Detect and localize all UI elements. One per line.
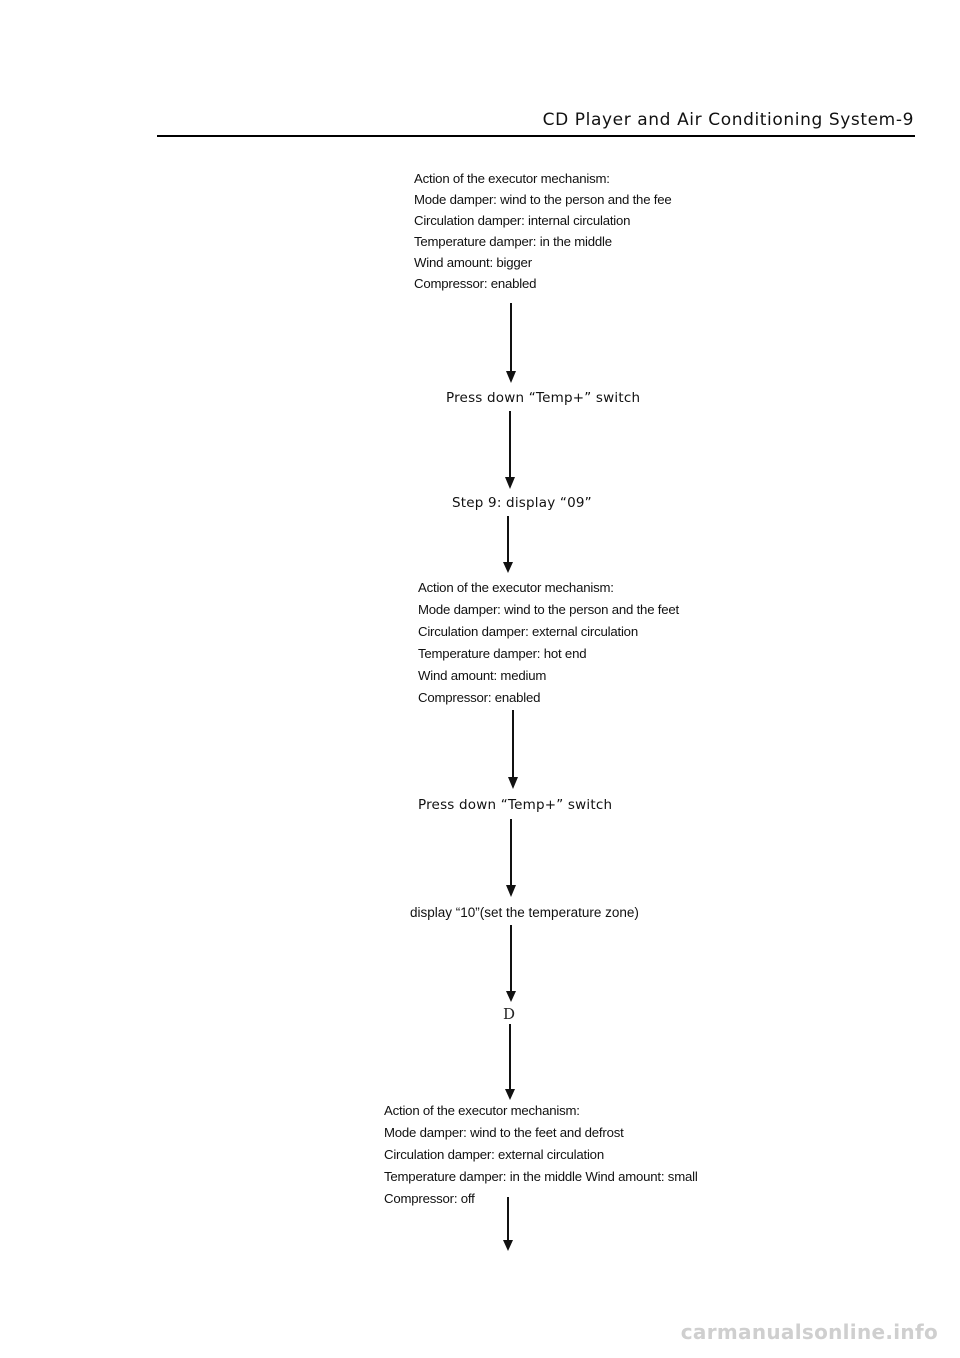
step-press-temp-plus-1: Press down “Temp+” switch [446, 390, 641, 406]
flow-arrow [506, 925, 516, 1002]
block-line: Compressor: off [384, 1191, 475, 1206]
block-line: Compressor: enabled [414, 276, 537, 291]
flow-arrow [503, 1197, 513, 1251]
block-line: Mode damper: wind to the person and the … [414, 192, 672, 207]
block-line: Action of the executor mechanism: [384, 1103, 580, 1118]
block-line: Temperature damper: in the middle Wind a… [384, 1169, 698, 1184]
block-line: Compressor: enabled [418, 690, 541, 705]
watermark-text: carmanualsonline.info [680, 1320, 938, 1344]
block-line: Circulation damper: internal circulation [414, 213, 631, 228]
step-display-09: Step 9: display “09” [452, 495, 592, 511]
block-line: Circulation damper: external circulation [384, 1147, 604, 1162]
block-line: Temperature damper: in the middle [414, 234, 612, 249]
block-line: Mode damper: wind to the feet and defros… [384, 1125, 624, 1140]
step-display-10: display “10”(set the temperature zone) [410, 905, 639, 920]
block-line: Action of the executor mechanism: [414, 171, 610, 186]
block-line: Action of the executor mechanism: [418, 580, 614, 595]
header-divider [157, 135, 915, 137]
flow-arrow [508, 710, 518, 789]
block-line: Wind amount: bigger [414, 255, 532, 270]
step-press-temp-plus-2: Press down “Temp+” switch [418, 797, 613, 813]
block-line: Temperature damper: hot end [418, 646, 587, 661]
block-line: Circulation damper: external circulation [418, 624, 638, 639]
flow-arrow [506, 819, 516, 897]
page-header-title: CD Player and Air Conditioning System-9 [542, 110, 914, 130]
flow-arrow [503, 516, 513, 573]
flow-arrow [506, 303, 516, 383]
connector-label: D [503, 1005, 516, 1023]
block-line: Wind amount: medium [418, 668, 547, 683]
flow-arrow [505, 411, 515, 489]
flow-arrow [505, 1024, 515, 1100]
block-line: Mode damper: wind to the person and the … [418, 602, 679, 617]
